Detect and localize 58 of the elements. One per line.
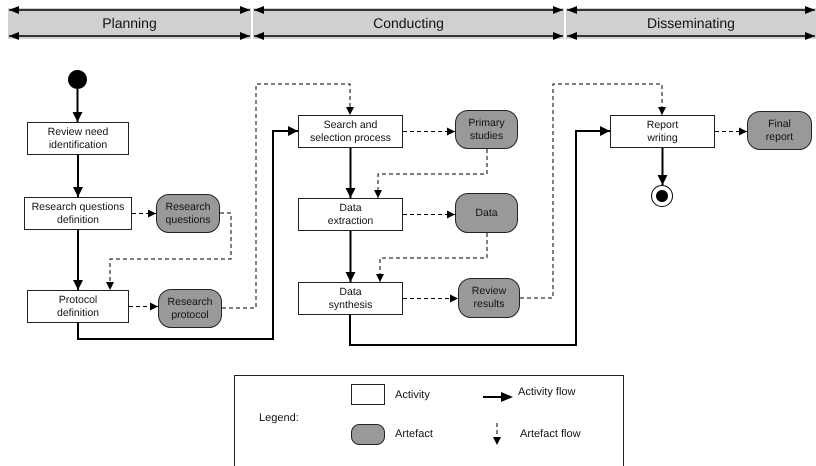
phase-label: Disseminating xyxy=(647,17,735,30)
phase-band xyxy=(566,8,816,39)
start-node xyxy=(68,70,87,89)
activity-label: Research questions definition xyxy=(30,200,126,226)
artefact-flow-arrow xyxy=(402,294,458,302)
phase-band xyxy=(253,8,564,39)
artefact-flow-arrow xyxy=(128,302,158,310)
artefact-label: Data xyxy=(475,206,498,220)
phase-label: Conducting xyxy=(373,17,444,30)
activity-label: Data synthesis xyxy=(328,286,374,312)
artefact-flow-arrow xyxy=(520,84,666,298)
activity-box xyxy=(298,115,403,148)
activity-box xyxy=(24,197,132,230)
artefact-flow-arrow xyxy=(374,148,488,198)
activity-flow-arrow xyxy=(346,231,356,282)
artefact-label: Research questions xyxy=(164,200,212,226)
activity-flow-arrow xyxy=(72,89,82,122)
artefact-box xyxy=(455,110,518,149)
activity-flow-arrow xyxy=(658,148,668,185)
legend-label: Artefact flow xyxy=(520,428,581,440)
artefact-label: Primary studies xyxy=(467,116,506,142)
activity-label: Protocol definition xyxy=(56,294,100,320)
activity-label: Report writing xyxy=(646,118,680,144)
activity-flow-arrow xyxy=(346,148,356,198)
phase-band xyxy=(8,8,251,39)
activity-box xyxy=(298,282,403,315)
legend-label: Activity xyxy=(395,389,430,401)
artefact-box xyxy=(455,193,518,233)
activity-flow-arrow xyxy=(349,126,610,346)
legend-label: Activity flow xyxy=(518,386,576,398)
activity-flow-arrow xyxy=(73,155,83,197)
phase-label: Planning xyxy=(102,17,157,30)
activity-box xyxy=(298,198,403,231)
legend-heading: Legend: xyxy=(259,412,299,424)
artefact-flow-arrow xyxy=(714,128,748,136)
activity-label: Review need identification xyxy=(46,126,110,152)
activity-box xyxy=(610,115,715,148)
artefact-flow-arrow xyxy=(132,210,156,218)
artefact-flow-arrow xyxy=(376,232,488,282)
activity-label: Data extraction xyxy=(326,202,374,228)
activity-label: Search and selection process xyxy=(308,118,392,144)
artefact-label: Research protocol xyxy=(166,296,214,322)
artefact-flow-arrow xyxy=(106,212,232,290)
artefact-label: Review results xyxy=(470,285,508,311)
activity-box xyxy=(27,290,129,323)
artefact-flow-arrow xyxy=(402,128,456,136)
artefact-box xyxy=(458,278,520,318)
artefact-box xyxy=(156,194,220,233)
end-node xyxy=(651,185,673,207)
activity-flow-arrow xyxy=(77,126,298,340)
artefact-flow-arrow xyxy=(402,210,456,218)
activity-flow-arrow xyxy=(73,230,83,290)
legend-label: Artefact xyxy=(395,428,433,440)
artefact-box xyxy=(747,111,812,150)
artefact-box xyxy=(158,289,222,328)
artefact-label: Final report xyxy=(764,118,794,144)
activity-box xyxy=(27,122,129,155)
artefact-flow-arrow xyxy=(222,84,354,308)
